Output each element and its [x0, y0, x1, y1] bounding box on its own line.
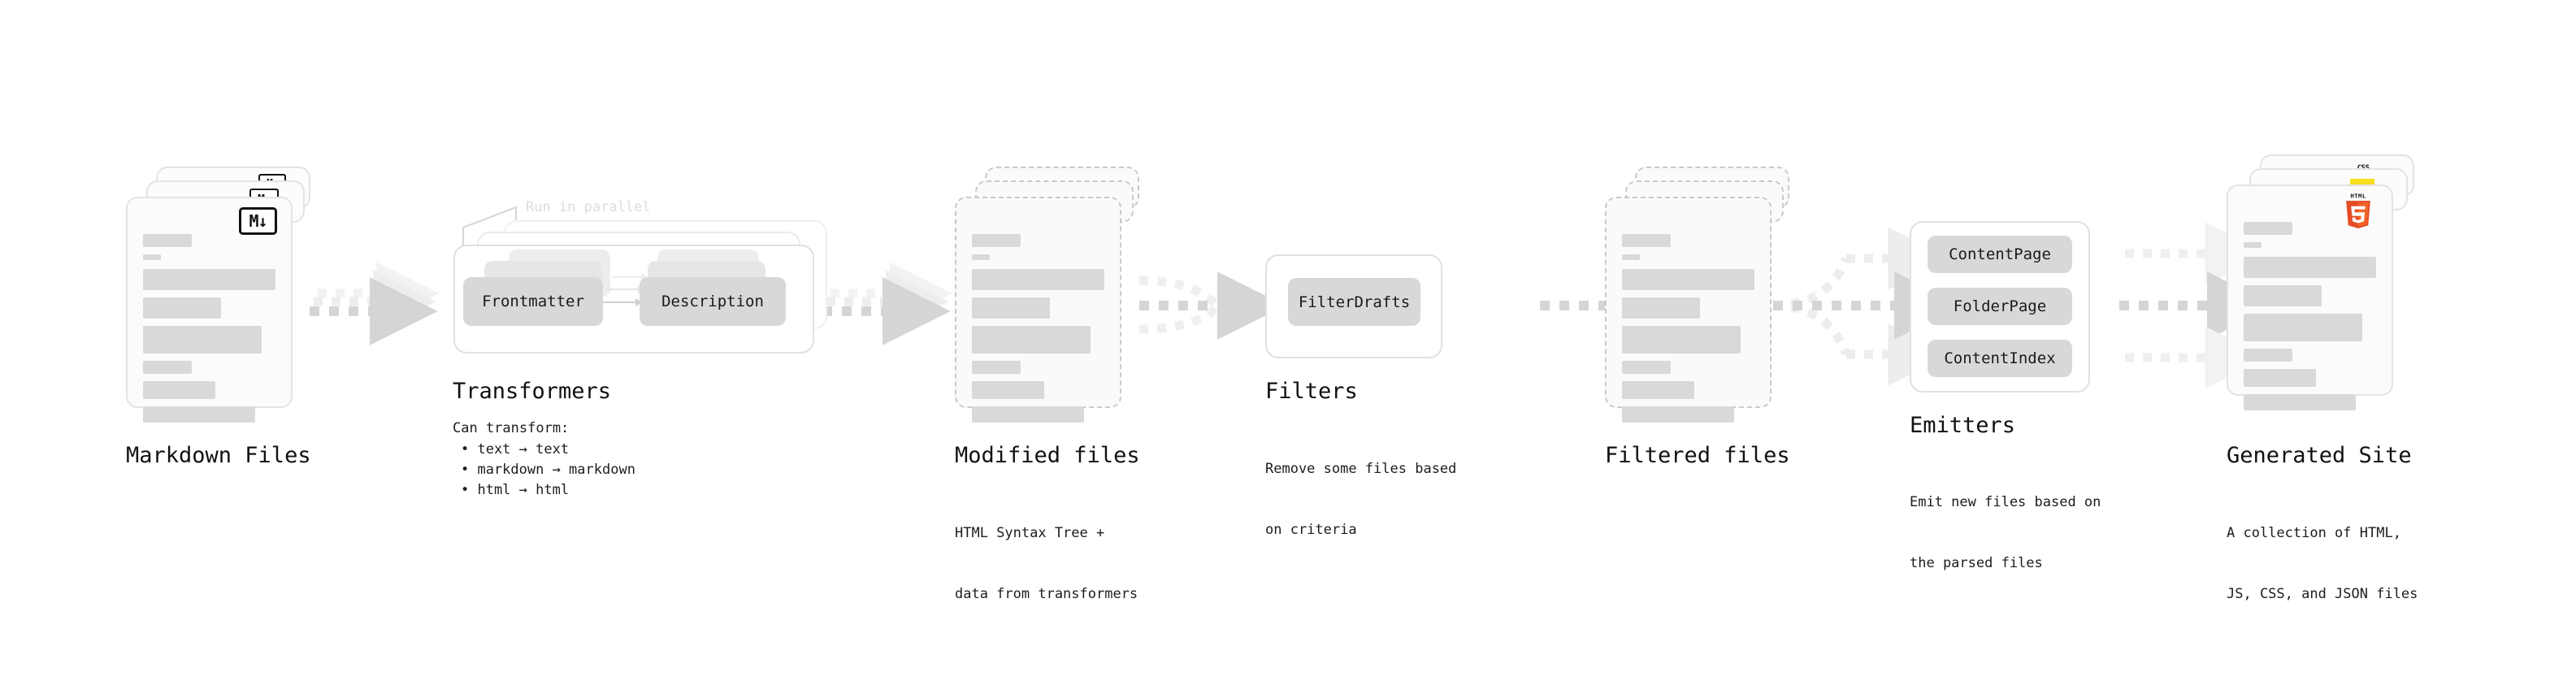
- modified-files-subtitle: HTML Syntax Tree + data from transformer…: [955, 483, 1138, 645]
- doc-line: [2244, 222, 2292, 235]
- arrow-emitters-to-site: [2119, 222, 2275, 389]
- transformers-title: Transformers: [453, 379, 612, 404]
- doc-line: [972, 326, 1091, 354]
- doc-line: [143, 406, 255, 423]
- transformer-chip-description[interactable]: Description: [640, 277, 786, 326]
- subtitle-line: Emit new files based on: [1910, 494, 2101, 510]
- doc-line: [1622, 326, 1741, 354]
- transformer-chip-frontmatter[interactable]: Frontmatter: [463, 277, 603, 326]
- filtered-files-title: Filtered files: [1605, 443, 1790, 468]
- doc-line: [972, 406, 1084, 423]
- doc-line: [2244, 394, 2356, 410]
- generated-site-subtitle: A collection of HTML, JS, CSS, and JSON …: [2227, 483, 2418, 645]
- generated-site-stack: CSS HTML: [2227, 154, 2430, 435]
- emitter-chip-contentpage[interactable]: ContentPage: [1928, 236, 2072, 273]
- svg-text:HTML: HTML: [2350, 192, 2366, 199]
- transformer-bullet: • markdown → markdown: [461, 462, 635, 478]
- doc-line: [1622, 297, 1700, 319]
- doc-line: [2244, 257, 2376, 278]
- subtitle-line: A collection of HTML,: [2227, 525, 2401, 541]
- doc-line: [1622, 381, 1694, 399]
- doc-line: [972, 361, 1021, 374]
- markdown-badge: M↓: [239, 207, 277, 235]
- filters-title: Filters: [1265, 379, 1358, 404]
- doc-line: [1622, 361, 1671, 374]
- generated-site-title: Generated Site: [2227, 443, 2412, 468]
- filters-subtitle: Remove some files based on criteria: [1265, 419, 1456, 581]
- transformer-inner-arrow-ghost-b: [613, 273, 648, 281]
- modified-files-stack: [955, 167, 1150, 435]
- subtitle-line: data from transformers: [955, 586, 1138, 602]
- doc-line: [972, 381, 1044, 399]
- doc-line: [972, 234, 1021, 247]
- transformers-caption-head: Can transform:: [453, 420, 570, 436]
- arrow-transformers-to-modified: [822, 262, 952, 345]
- run-in-parallel-label: Run in parallel: [526, 199, 651, 215]
- transformers-group: Frontmatter Description: [447, 199, 829, 362]
- emitters-subtitle: Emit new files based on the parsed files: [1910, 452, 2101, 614]
- doc-line: [2244, 314, 2362, 341]
- filters-group: FilterDrafts: [1265, 254, 1442, 358]
- subtitle-line: on criteria: [1265, 522, 1357, 538]
- emitter-chip-folderpage[interactable]: FolderPage: [1928, 288, 2072, 325]
- doc-line: [143, 234, 192, 247]
- filtered-files-stack: [1605, 167, 1800, 435]
- emitters-title: Emitters: [1910, 413, 2016, 438]
- html5-icon: HTML: [2346, 192, 2370, 229]
- subtitle-line: Remove some files based: [1265, 461, 1457, 477]
- doc-line: [1622, 234, 1671, 247]
- doc-line: [2244, 369, 2316, 387]
- transformer-bullet: • html → html: [461, 482, 570, 498]
- doc-line: [143, 297, 221, 319]
- modified-files-title: Modified files: [955, 443, 1140, 468]
- doc-line: [143, 269, 275, 290]
- doc-line: [1622, 254, 1640, 260]
- transformers-bullets: • text → text • markdown → markdown • ht…: [461, 440, 635, 501]
- markdown-files-stack: M↓ M↓ M↓: [126, 167, 321, 435]
- doc-line: [2244, 242, 2262, 248]
- transformer-inner-arrow-ghost-a: [606, 285, 644, 293]
- doc-line: [143, 326, 262, 354]
- arrow-modified-to-filters: [1138, 271, 1286, 340]
- transformer-bullet: • text → text: [461, 441, 570, 458]
- subtitle-line: JS, CSS, and JSON files: [2227, 586, 2418, 602]
- doc-line: [143, 254, 161, 260]
- doc-line: [143, 381, 215, 399]
- transformer-inner-arrow: [601, 298, 642, 306]
- doc-line: [1622, 406, 1734, 423]
- doc-line: [972, 297, 1050, 319]
- doc-line: [143, 361, 192, 374]
- doc-line: [2244, 349, 2292, 362]
- doc-line: [2244, 285, 2322, 306]
- subtitle-line: HTML Syntax Tree +: [955, 525, 1105, 541]
- emitters-group: ContentPage FolderPage ContentIndex: [1910, 221, 2090, 393]
- doc-line: [972, 269, 1104, 290]
- subtitle-line: the parsed files: [1910, 555, 2043, 571]
- markdown-files-title: Markdown Files: [126, 443, 311, 468]
- doc-line: [1622, 269, 1754, 290]
- doc-line: [972, 254, 990, 260]
- emitter-chip-contentindex[interactable]: ContentIndex: [1928, 340, 2072, 377]
- filter-chip-filterdrafts[interactable]: FilterDrafts: [1288, 278, 1420, 326]
